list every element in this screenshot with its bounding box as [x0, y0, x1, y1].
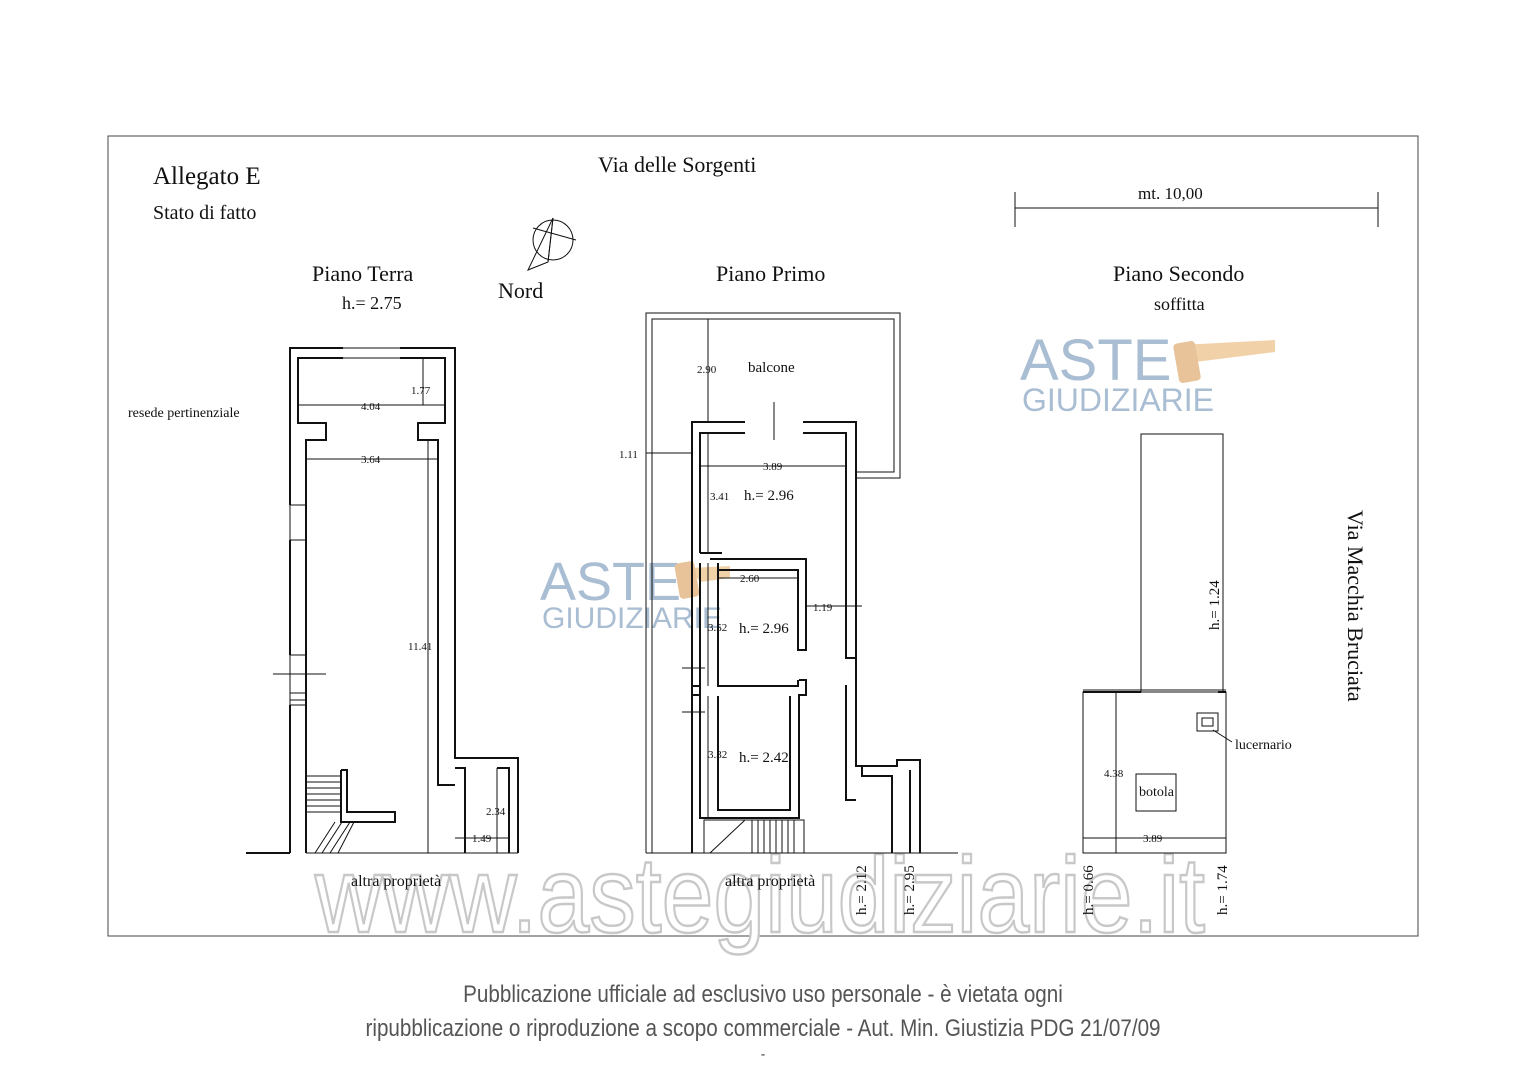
ff-side1-height: h.= 2.12	[854, 865, 870, 915]
publication-notice: Pubblicazione ufficiale ad esclusivo uso…	[106, 978, 1419, 1064]
ff-room3-height: h.= 2.42	[739, 750, 789, 766]
north-arrow-icon	[526, 217, 577, 271]
notice-line-2: ripubblicazione o riproduzione a scopo c…	[365, 1015, 1161, 1042]
first-floor-walls	[645, 312, 958, 854]
second-floor-subtitle: soffitta	[1154, 294, 1205, 314]
watermark-brand-bottom-2: GIUDIZIARIE	[542, 602, 722, 635]
ground-floor-height: h.= 2.75	[342, 293, 402, 313]
ff-side2-height: h.= 2.95	[902, 865, 918, 915]
dim-gf-c: 3.64	[361, 454, 381, 466]
first-floor-title: Piano Primo	[716, 261, 825, 286]
second-floor-title: Piano Secondo	[1113, 261, 1244, 286]
north-label: Nord	[498, 278, 543, 303]
balcony-label: balcone	[748, 360, 795, 376]
dim-ff-d: 3.41	[710, 491, 729, 503]
street-right-label: Via Macchia Bruciata	[1343, 510, 1368, 702]
dim-gf-d: 11.41	[408, 641, 432, 653]
first-floor-bottom-label: altra proprietà	[725, 873, 815, 890]
ff-room1-height: h.= 2.96	[744, 488, 794, 504]
dim-ff-e: 2.60	[740, 573, 760, 585]
dim-ff-b: 1.11	[619, 449, 638, 461]
drawing-frame	[107, 135, 1419, 937]
scale-label: mt. 10,00	[1138, 184, 1203, 203]
skylight-label: lucernario	[1235, 738, 1292, 753]
watermark-logo-center: ASTE GIUDIZIARIE	[540, 552, 730, 635]
dim-sf-b: 3.89	[1143, 833, 1163, 845]
watermark-brand-bottom: GIUDIZIARIE	[1022, 382, 1214, 418]
dim-gf-e: 2.34	[486, 806, 506, 818]
attachment-title: Allegato E	[153, 163, 261, 190]
notice-line-1: Pubblicazione ufficiale ad esclusivo uso…	[463, 981, 1063, 1008]
gavel-icon	[1173, 340, 1275, 383]
ground-floor-side-label: resede pertinenziale	[128, 406, 240, 421]
ground-floor-title: Piano Terra	[312, 261, 414, 286]
dim-ff-c: 3.89	[763, 461, 783, 473]
watermark-brand-top: ASTE	[1020, 328, 1172, 393]
sf-left-height: h.= 0.66	[1081, 865, 1097, 915]
dim-ff-g: 3.52	[708, 622, 727, 634]
notice-line-3: -	[760, 1046, 766, 1063]
dim-gf-f: 1.49	[472, 833, 492, 845]
ff-room2-height: h.= 2.96	[739, 621, 789, 637]
scale-bar	[1014, 192, 1379, 227]
ground-floor-walls	[246, 347, 519, 854]
state-label: Stato di fatto	[153, 202, 256, 224]
gavel-icon-2	[674, 561, 730, 599]
watermark-brand-top-2: ASTE	[540, 552, 681, 612]
street-top-label: Via delle Sorgenti	[598, 152, 756, 177]
ground-floor-bottom-label: altra proprietà	[351, 873, 441, 890]
hatch-label: botola	[1139, 785, 1175, 800]
dim-ff-a: 2.90	[697, 364, 717, 376]
sf-right-height: h.= 1.74	[1215, 865, 1231, 915]
sf-ridge-height: h.= 1.24	[1207, 580, 1223, 630]
dim-gf-a: 4.04	[361, 401, 381, 413]
dim-sf-a: 4.38	[1104, 768, 1124, 780]
watermark-logo-right: ASTE GIUDIZIARIE	[1020, 328, 1275, 418]
dim-ff-f: 1.19	[813, 602, 833, 614]
watermark-site: www.astegiudiziarie.it	[314, 834, 1205, 955]
dim-gf-b: 1.77	[411, 385, 431, 397]
dim-ff-h: 3.32	[708, 749, 727, 761]
floor-plan-drawing: ASTE GIUDIZIARIE ASTE GIUDIZIARIE www.as…	[107, 135, 1419, 956]
second-floor-walls	[1082, 433, 1233, 854]
